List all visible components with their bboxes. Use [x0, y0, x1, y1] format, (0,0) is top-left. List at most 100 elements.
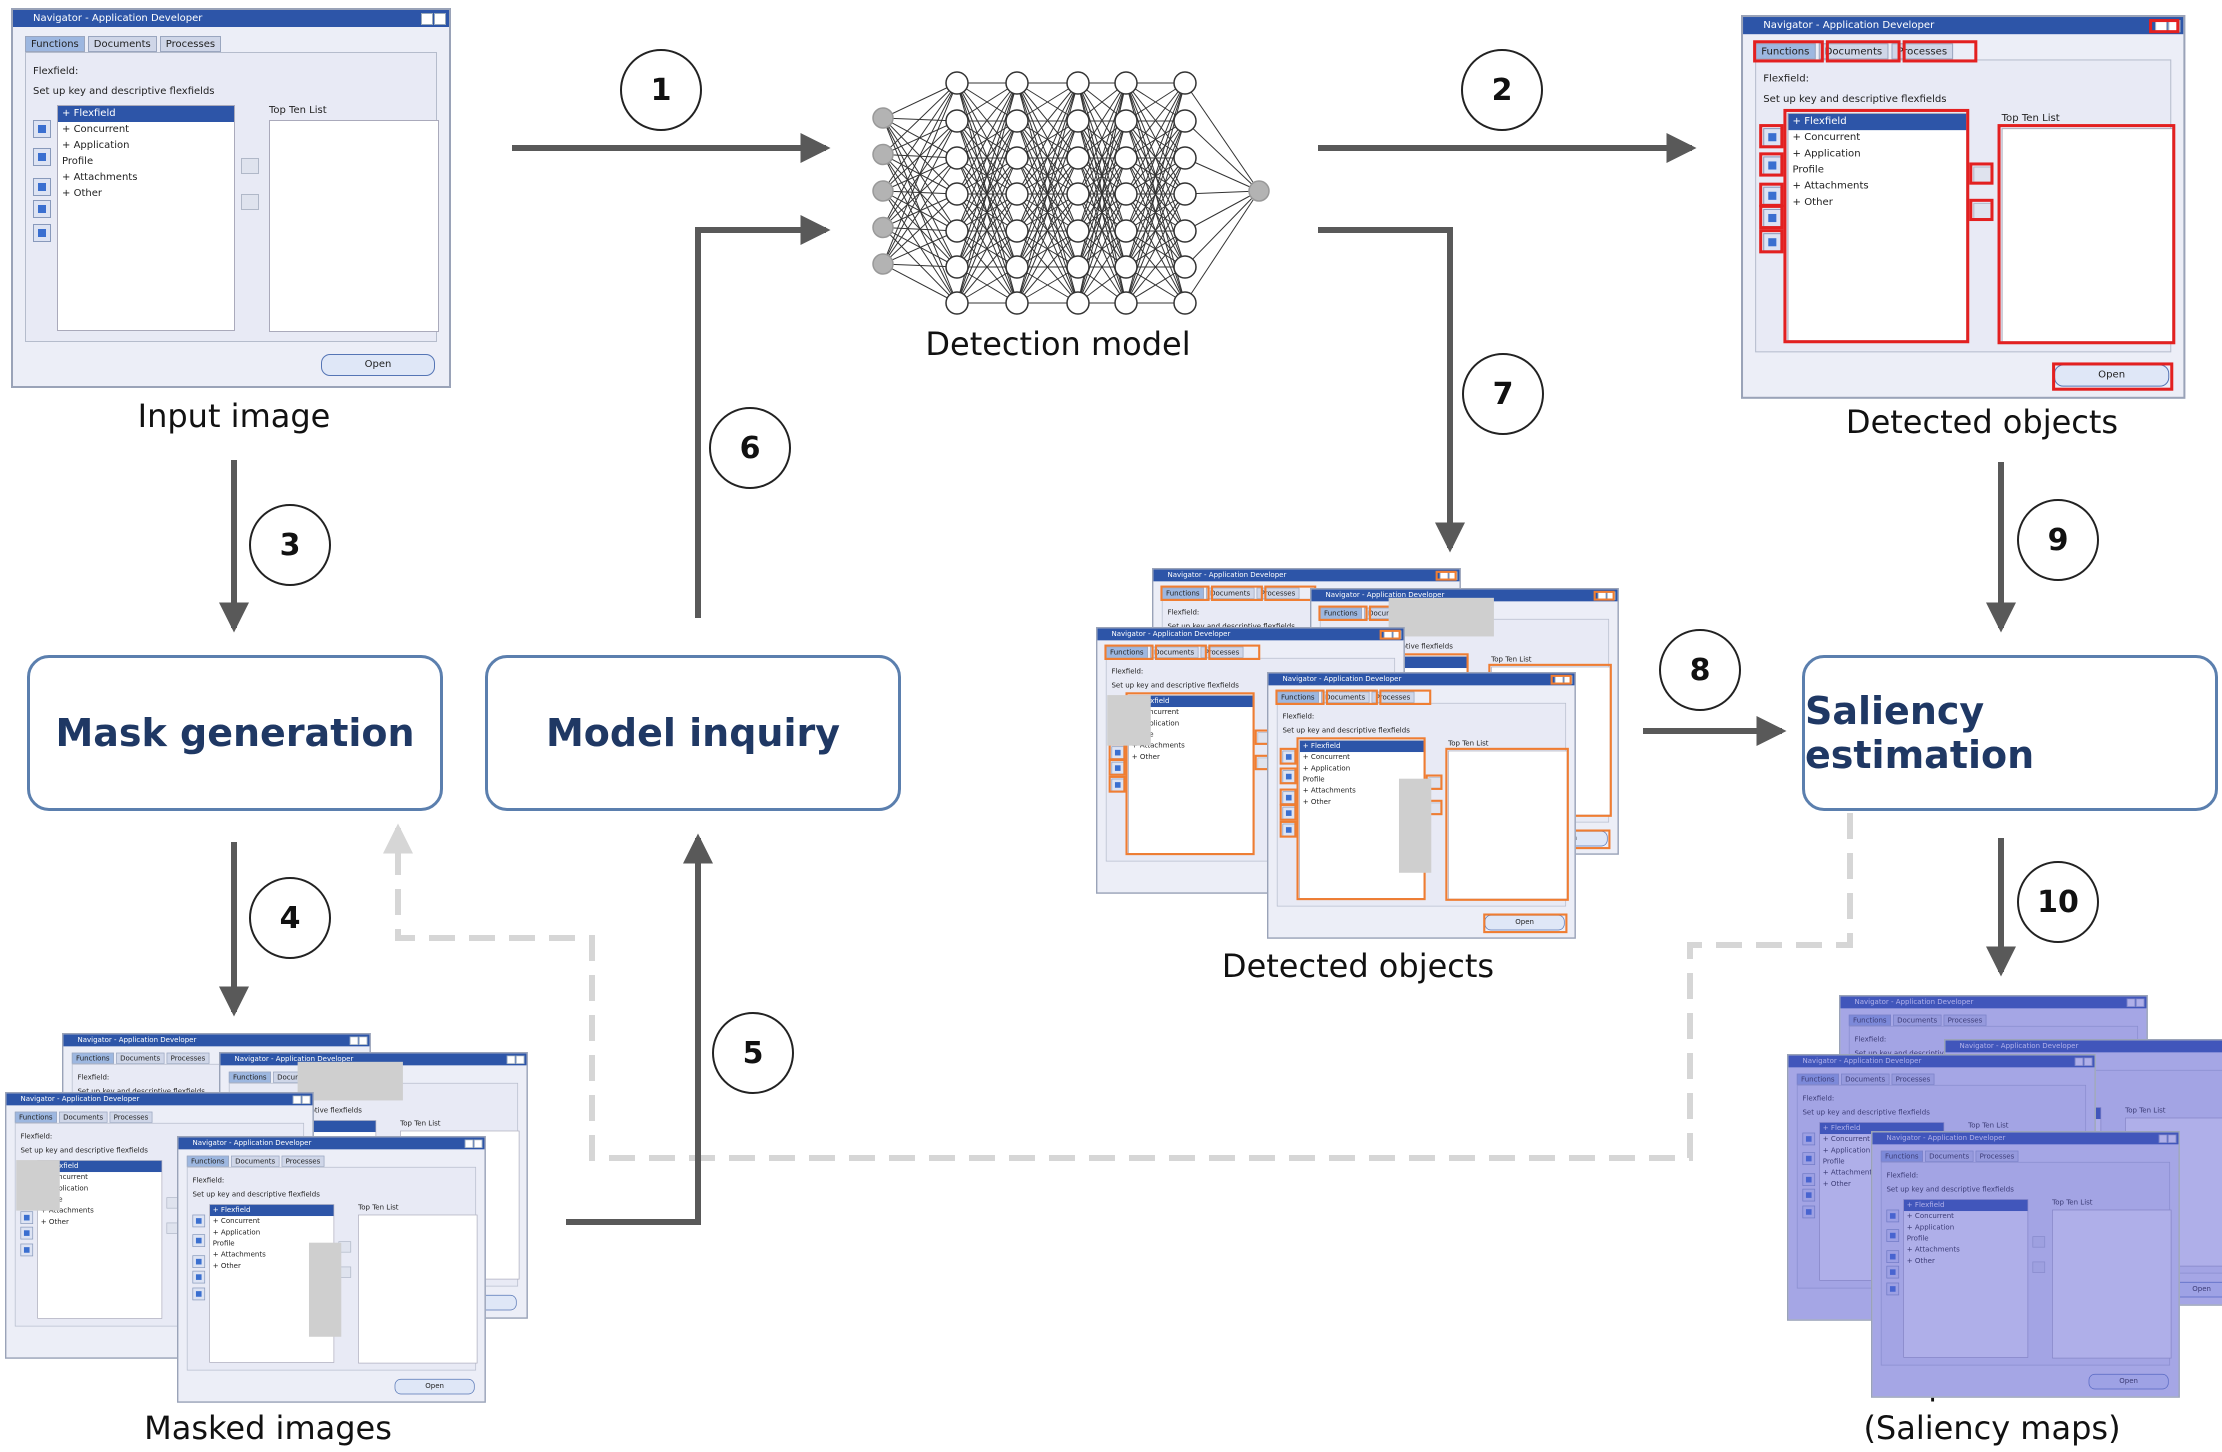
tree-item: + Other [1906, 1257, 1935, 1266]
step-circle-icon: 4 [249, 877, 331, 959]
tree-item: Profile [62, 156, 94, 167]
tab-functions: Functions [1880, 1150, 1923, 1162]
network-node [872, 107, 894, 129]
tree-item: + Concurrent [1302, 753, 1350, 762]
tab-processes: Processes [159, 36, 222, 52]
list-action-icon [20, 1211, 34, 1224]
close-icon [1563, 675, 1573, 684]
list-action-icon [1111, 778, 1125, 792]
window-title: Navigator - Application Developer [1945, 1040, 2222, 1053]
top-ten-label: Top Ten List [1448, 740, 1489, 748]
network-node [1066, 182, 1090, 206]
tree-item: + Concurrent [212, 1217, 260, 1226]
list-action-icon [192, 1255, 206, 1268]
network-edge [882, 230, 958, 265]
flexfield-label: Flexfield: [1802, 1094, 1835, 1103]
step-circle-icon: 3 [249, 504, 331, 586]
tab-processes: Processes [1371, 691, 1415, 703]
network-edge [1077, 230, 1127, 304]
network-edge [956, 82, 1018, 195]
close-icon [515, 1055, 525, 1064]
mask-patch [297, 1061, 403, 1101]
list-action-icon [1282, 806, 1296, 820]
tab-functions: Functions [71, 1052, 114, 1064]
mask-generation-label: Mask generation [55, 711, 415, 755]
list-action-icon [1886, 1282, 1900, 1296]
tree-list: + Flexfield+ Concurrent+ Application Pro… [1903, 1199, 2029, 1358]
tab-documents: Documents [1205, 587, 1255, 599]
step-circle-icon: 8 [1659, 629, 1741, 711]
tree-item: + Other [1131, 753, 1160, 762]
tree-item: + Application [212, 1228, 261, 1237]
network-edge [882, 263, 958, 304]
flexfield-label: Flexfield: [20, 1132, 53, 1141]
list-action-icon [1282, 823, 1296, 837]
setup-text: Set up key and descriptive flexfields [1802, 1108, 1930, 1117]
tab-functions: Functions [14, 1111, 57, 1123]
network-edge [1125, 82, 1186, 195]
list-action-icon [33, 224, 51, 242]
network-edge [1184, 190, 1260, 232]
window-title: Navigator - Application Developer [1788, 1055, 2095, 1068]
network-edge [1077, 82, 1127, 159]
close-icon [1392, 630, 1402, 639]
tab-functions: Functions [1161, 587, 1204, 599]
network-node [945, 109, 969, 133]
step-circle-icon: 7 [1462, 353, 1544, 435]
tree-item: + Application [1906, 1223, 1955, 1232]
tree-item: + Concurrent [1822, 1135, 1870, 1144]
maximize-icon [1554, 675, 1564, 684]
tree-item: + Attachments [1822, 1169, 1876, 1177]
network-edge [1077, 193, 1127, 304]
setup-text: Set up key and descriptive flexfields [33, 86, 215, 97]
maximize-icon [2074, 1057, 2084, 1066]
top-ten-label: Top Ten List [2125, 1107, 2166, 1115]
list-action-icon [33, 120, 51, 138]
caption-detection-model: Detection model [925, 325, 1191, 363]
flexfield-label: Flexfield: [77, 1073, 110, 1082]
tab-processes: Processes [1975, 1150, 2019, 1162]
network-edge [1125, 82, 1186, 159]
step-circle-icon: 2 [1461, 49, 1543, 131]
step-circle-icon: 1 [620, 49, 702, 131]
move-left-icon [1973, 202, 1992, 220]
list-action-icon [1111, 746, 1125, 759]
tree-item: + Other [40, 1218, 69, 1227]
network-edge [1077, 157, 1127, 304]
top-ten-list [269, 120, 439, 332]
close-icon [1606, 591, 1616, 600]
list-action-icon [20, 1243, 34, 1257]
list-action-icon [1886, 1250, 1900, 1263]
network-node [1005, 109, 1029, 133]
network-edge [956, 82, 1018, 159]
window-title: Navigator - Application Developer [1153, 569, 1460, 582]
network-edge [1184, 190, 1260, 304]
network-node [945, 71, 969, 95]
network-edge [1125, 193, 1186, 304]
flexfield-label: Flexfield: [1763, 73, 1810, 85]
network-edge [882, 82, 958, 265]
network-node [1005, 182, 1029, 206]
window-title: Navigator - Application Developer [1872, 1132, 2179, 1145]
tab-functions: Functions [228, 1071, 271, 1083]
list-action-icon [1282, 750, 1296, 764]
caption-masked-images: Masked images [144, 1409, 392, 1447]
maximize-icon [2126, 998, 2136, 1007]
list-action-icon [33, 200, 51, 218]
mask-patch [1398, 778, 1432, 873]
saliency-estimation-label: Saliency estimation [1805, 689, 2035, 777]
flexfield-label: Flexfield: [1167, 608, 1200, 617]
network-edge [956, 82, 1018, 122]
tab-processes: Processes [1943, 1014, 1987, 1026]
move-right-icon [1973, 166, 1992, 183]
window-title: Navigator - Application Developer [1840, 996, 2147, 1009]
close-icon [1448, 571, 1458, 580]
mask-generation-box: Mask generation [27, 655, 443, 811]
tab-functions: Functions [1755, 43, 1816, 60]
